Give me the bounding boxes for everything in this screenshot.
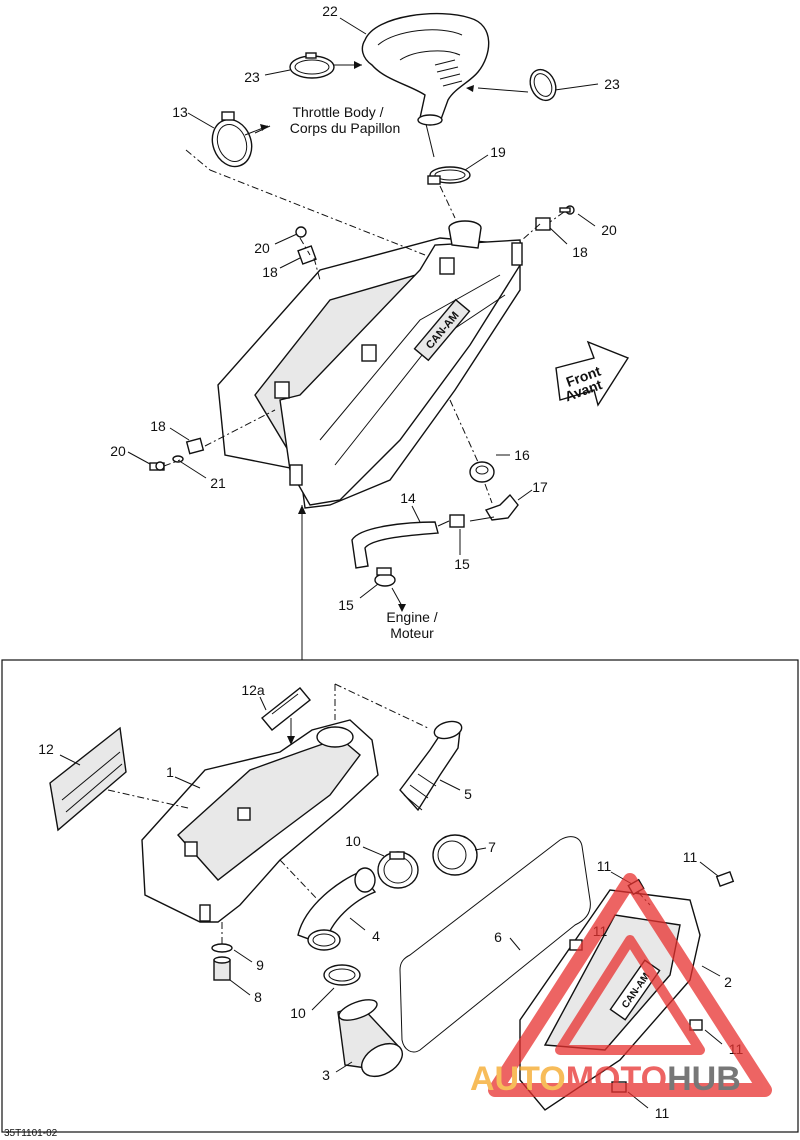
part-23-clamp-left <box>289 52 335 79</box>
callout-8: 8 <box>254 989 262 1005</box>
part-1-airbox <box>141 719 379 923</box>
callout-18-right: 18 <box>572 244 588 260</box>
callout-20-left: 20 <box>110 443 126 459</box>
part-12a-label <box>261 687 311 731</box>
svg-text:AUTOMOTOHUB: AUTOMOTOHUB <box>470 1060 741 1098</box>
callouts: 22 23 23 13 19 20 18 20 18 18 20 21 16 1… <box>38 3 743 1121</box>
watermark-part3: HUB <box>667 1060 741 1098</box>
throttle-body-label-en: Throttle Body / <box>292 104 383 120</box>
callout-12: 12 <box>38 741 54 757</box>
part-20-screw-left <box>149 461 165 471</box>
part-18-clip-right <box>535 217 551 231</box>
callout-23-left: 23 <box>244 69 260 85</box>
watermark-part1: AUTO <box>470 1060 566 1098</box>
callout-11-a: 11 <box>597 858 612 874</box>
callout-18-left: 18 <box>150 418 166 434</box>
callout-23-right: 23 <box>604 76 620 92</box>
callout-22: 22 <box>322 3 338 19</box>
part-10-clamp-upper <box>377 851 419 889</box>
watermark-part2: MOTO <box>566 1060 667 1098</box>
throttle-body-label-fr: Corps du Papillon <box>290 120 401 136</box>
engine-label-en: Engine / <box>386 609 437 625</box>
callout-12a: 12a <box>241 682 265 698</box>
leader-lines-upper <box>127 17 599 607</box>
part-18-clip-left <box>185 437 205 455</box>
callout-20-top: 20 <box>254 240 270 256</box>
callout-21: 21 <box>210 475 226 491</box>
part-4-duct <box>297 867 377 946</box>
part-17-fitting <box>484 493 519 521</box>
callout-4: 4 <box>372 928 380 944</box>
part-6-seal <box>399 836 591 1053</box>
part-12-filter-sheet <box>49 726 127 832</box>
reference-code: 35T1101-02 <box>4 1128 58 1139</box>
arrows <box>244 61 474 660</box>
captions: Throttle Body / Corps du Papillon Engine… <box>290 104 438 641</box>
part-20-screw-right <box>559 205 575 215</box>
callout-10-lower: 10 <box>290 1005 306 1021</box>
part-16-grommet <box>469 461 495 483</box>
part-18-clip-top <box>297 245 317 265</box>
callout-20-right: 20 <box>601 222 617 238</box>
part-23-clamp-right <box>529 68 557 102</box>
callout-19: 19 <box>490 144 506 160</box>
part-15-clamp-upper <box>449 514 465 528</box>
callout-14: 14 <box>400 490 416 506</box>
callout-18-top: 18 <box>262 264 278 280</box>
part-14-hose <box>351 521 439 569</box>
arrows-lower <box>287 718 295 745</box>
part-13-clamp <box>211 111 253 168</box>
upper-airbox-assembly: CAN-AM <box>217 220 523 509</box>
part-3-air-filter <box>337 999 403 1078</box>
part-20-screw-top <box>295 226 307 238</box>
part-10-clamp-lower <box>307 929 361 986</box>
watermark-triangle-icon <box>488 873 772 1097</box>
part-9-oring <box>211 943 233 953</box>
callout-3: 3 <box>322 1067 330 1083</box>
callout-6: 6 <box>494 929 502 945</box>
callout-9: 9 <box>256 957 264 973</box>
callout-1: 1 <box>166 764 174 780</box>
part-21-washer <box>172 455 184 463</box>
assembly-lines-upper <box>163 149 565 504</box>
watermark-logo: AUTOMOTOHUB <box>470 873 772 1098</box>
callout-15-low: 15 <box>338 597 354 613</box>
part-22-intake-duct <box>361 13 490 126</box>
part-8-drain-plug <box>213 956 231 981</box>
callout-16: 16 <box>514 447 530 463</box>
part-19-clamp <box>427 166 471 185</box>
part-5-boot <box>399 720 463 812</box>
exploded-view-frame <box>1 659 799 1133</box>
callout-2: 2 <box>724 974 732 990</box>
callout-13: 13 <box>172 104 188 120</box>
callout-11-b: 11 <box>683 849 698 865</box>
callout-10-upper: 10 <box>345 833 361 849</box>
callout-7: 7 <box>488 839 496 855</box>
callout-5: 5 <box>464 786 472 802</box>
part-15-clamp-lower <box>374 567 396 587</box>
callout-11-e: 11 <box>655 1105 670 1121</box>
callout-15-mid: 15 <box>454 556 470 572</box>
engine-label-fr: Moteur <box>390 625 434 641</box>
front-arrow-icon: Front Avant <box>555 340 630 407</box>
callout-17: 17 <box>532 479 548 495</box>
part-7-boot <box>432 834 478 876</box>
